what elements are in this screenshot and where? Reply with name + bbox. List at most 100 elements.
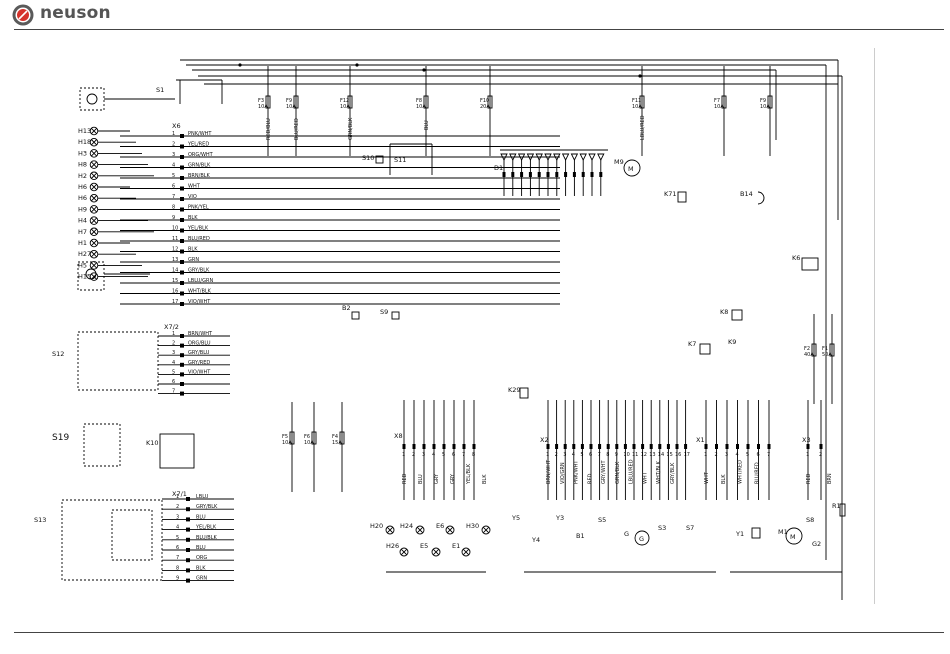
- lamp-circle: [89, 126, 99, 136]
- pin-terminal: [675, 444, 679, 449]
- pin-wire-color: LBLU/RED: [629, 459, 635, 484]
- pin-terminal: [806, 444, 810, 449]
- m1-motor-letter: M: [790, 533, 796, 541]
- x6-terminal: [180, 281, 184, 285]
- lamp-icon: [89, 126, 99, 136]
- x6-pin: 1: [172, 131, 175, 137]
- fuse-wire-color: BLU: [424, 120, 430, 130]
- pin-wire-color: WHT: [642, 471, 648, 484]
- connector-x7-1: X7/1 S13: [34, 490, 187, 581]
- pin-terminal: [746, 444, 750, 449]
- pin-wire-color: BLK: [721, 474, 727, 484]
- lamp-circle: [461, 547, 471, 557]
- g2-label: G2: [812, 540, 821, 548]
- neuson-logo-icon: [12, 4, 34, 26]
- pin-wire-color: VIO/GRN: [560, 462, 566, 484]
- y1-label: Y1: [735, 530, 744, 538]
- diode-icon: [561, 153, 570, 162]
- indicator-label: H15: [78, 273, 91, 281]
- fuse-wire-color: LBLU/RED: [640, 115, 646, 140]
- diode-terminal: [555, 172, 559, 177]
- lamp-cross: [90, 127, 98, 135]
- x7-2-pin: 5: [172, 369, 175, 375]
- d1-label: D1: [494, 164, 503, 172]
- x7-2-terminal: [180, 391, 184, 396]
- x7-1-terminal: [186, 558, 190, 563]
- pin-number: 12: [641, 452, 647, 458]
- pin-wire-color: GRY: [450, 473, 456, 484]
- e5-label: E5: [420, 542, 428, 550]
- lamp-icon: [89, 249, 99, 259]
- indicator-label: H2: [78, 172, 87, 180]
- x6-wire-color: BLK: [188, 247, 198, 253]
- pin-terminal: [563, 444, 567, 449]
- pin-terminal: [462, 444, 466, 449]
- lamp-circle: [89, 249, 99, 259]
- indicator-label: H6: [78, 183, 87, 191]
- lamp-cross: [482, 526, 490, 534]
- fuse-rating: 40A: [804, 352, 814, 358]
- pin-terminal: [422, 444, 426, 449]
- lamp-icon: [461, 547, 471, 557]
- lamp-circle: [89, 216, 99, 225]
- bottom-lamps: [385, 525, 491, 557]
- x6-terminal: [180, 186, 184, 191]
- s5-label: S5: [598, 516, 606, 524]
- s8-label: S8: [806, 516, 814, 524]
- diode-terminal: [590, 172, 594, 177]
- lamp-cross: [90, 273, 98, 280]
- pin-wire-color: RED: [402, 473, 408, 484]
- lamp-circle: [89, 171, 99, 181]
- x7-2-label: X7/2: [164, 323, 179, 331]
- pin-terminal: [641, 444, 645, 449]
- m1-label: M1: [778, 528, 788, 536]
- lamp-circle: [89, 227, 99, 237]
- fuse-rating: 50A: [822, 352, 832, 358]
- fuse-rating: 10A: [632, 104, 642, 110]
- lamp-cross: [90, 139, 98, 146]
- fuse-id: F2: [804, 346, 810, 352]
- lamp-cross: [90, 183, 98, 191]
- lamp-cross: [400, 548, 408, 556]
- lamp-cross: [90, 172, 98, 179]
- lamp-cross: [416, 526, 424, 534]
- x7-1-pin: 8: [176, 565, 179, 571]
- h20-label: H20: [370, 522, 383, 530]
- pin-terminal: [684, 444, 688, 449]
- x6-pin: 12: [172, 247, 178, 253]
- pin-number: 15: [666, 452, 672, 458]
- x7-2-pin: 6: [172, 379, 175, 385]
- fuse-rating: 15A: [332, 440, 342, 446]
- pin-terminal: [555, 444, 559, 449]
- indicator-label: H13: [78, 127, 91, 135]
- x6-wire-color: ORG/WHT: [188, 152, 214, 158]
- g-generator-letter: G: [639, 535, 644, 543]
- x6-terminal: [180, 176, 184, 180]
- pin-terminal: [666, 444, 670, 449]
- m9-motor-letter: M: [628, 165, 634, 173]
- x7-1-pin: 5: [176, 535, 179, 541]
- lamp-circle: [89, 261, 99, 270]
- x7-2-pin: 3: [172, 350, 175, 356]
- pin-terminal: [704, 444, 708, 449]
- x7-1-pin: 3: [176, 514, 179, 520]
- x7-1-terminal: [186, 537, 190, 542]
- diode-icon: [597, 153, 605, 162]
- x7-1-terminal: [186, 527, 190, 532]
- lamp-cross: [462, 548, 470, 556]
- x7-1-terminal: [186, 568, 190, 573]
- fuse-wire-color: RED/BLU: [266, 118, 272, 140]
- diode-terminal: [511, 172, 515, 177]
- lamp-cross: [90, 251, 98, 258]
- diode-icon: [544, 153, 552, 162]
- s11-label: S11: [394, 156, 406, 164]
- pin-terminal: [658, 444, 662, 449]
- d1-diodes: [500, 153, 605, 196]
- y5-label: Y5: [511, 514, 520, 522]
- ignition-switch-s19: S19 K10: [52, 423, 195, 469]
- lamp-icon: [89, 182, 99, 192]
- s13-label: S13: [34, 516, 46, 524]
- x6-terminal: [180, 197, 184, 201]
- diode-terminal: [528, 172, 532, 177]
